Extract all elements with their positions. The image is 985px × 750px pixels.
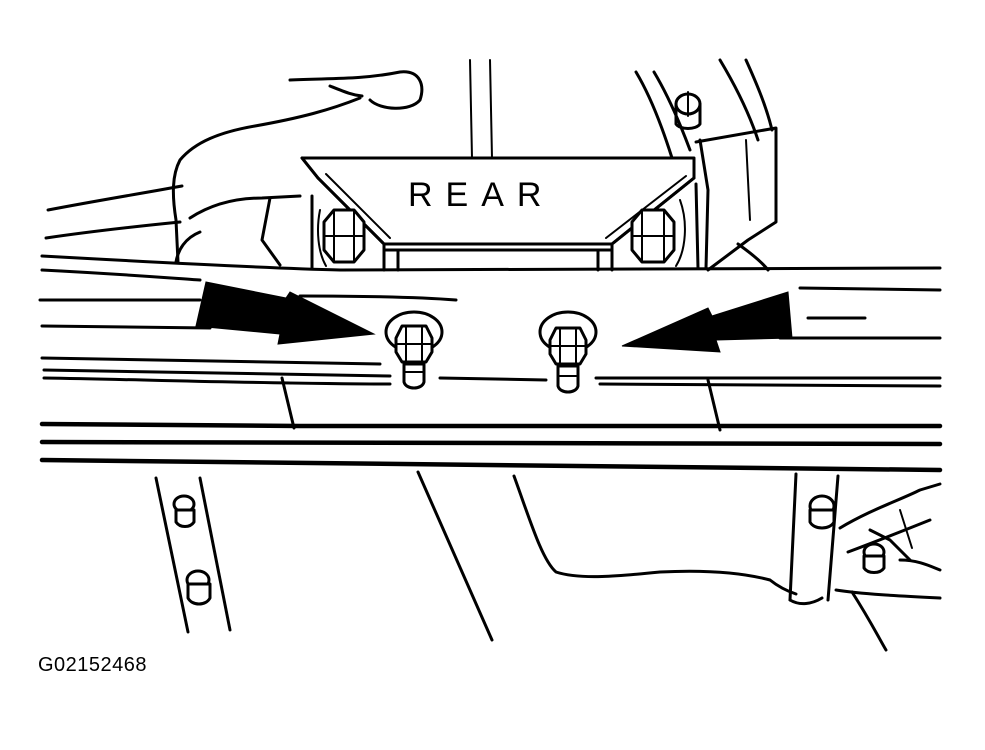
mount-right-nut-icon [630, 199, 686, 267]
oil-pan [416, 470, 798, 642]
left-rail-bolt-2-icon [185, 569, 212, 606]
engine-mount: REAR [300, 156, 700, 272]
figure-code: G02152468 [38, 654, 148, 676]
left-bolt-icon [384, 310, 444, 390]
right-bolt-icon [538, 310, 598, 394]
rear-label: REAR [408, 176, 554, 214]
left-rail-bolt-1-icon [172, 494, 196, 528]
upper-bolt-icon [674, 91, 702, 130]
mount-left-nut-icon [317, 208, 366, 267]
arrow-right-icon [195, 281, 376, 345]
right-bracket [694, 126, 778, 272]
right-rail-bolt-icon [808, 494, 836, 530]
left-frame-rail [154, 476, 232, 634]
crossmember [38, 254, 943, 473]
arrow-left-icon [621, 291, 793, 353]
right-frame-rail [788, 472, 942, 652]
right-lower-bolt-icon [862, 542, 886, 574]
